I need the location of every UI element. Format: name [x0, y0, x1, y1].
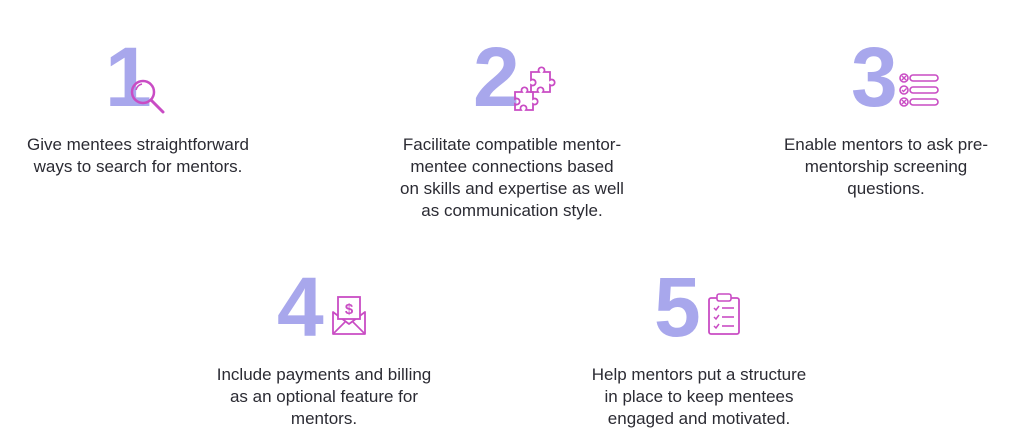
magnifier-icon — [130, 79, 165, 114]
step-5-text-line: engaged and motivated. — [607, 409, 791, 428]
step-3-text-line: questions. — [847, 179, 925, 198]
step-3-text-line: mentorship screening — [804, 157, 968, 176]
step-2-text-line: as communication style. — [421, 201, 603, 220]
step-1-text-line: Give mentees straightforward — [26, 135, 250, 154]
step-5-text-line: in place to keep mentees — [604, 387, 794, 406]
clipboard-icon — [708, 293, 740, 335]
step-2-badge: 2 — [457, 32, 567, 122]
step-1: 1 Give mentees straightforward ways to s… — [0, 32, 276, 178]
step-2-text-line: on skills and expertise as well — [400, 179, 624, 198]
step-3-number: 3 — [851, 30, 898, 124]
step-4-text-line: Include payments and billing — [216, 365, 432, 384]
step-5-text-line: Help mentors put a structure — [591, 365, 807, 384]
step-3-text-line: Enable mentors to ask pre- — [783, 135, 989, 154]
dollar-envelope-icon: $ — [332, 296, 366, 335]
step-5: 5 Help mentors put a structure in place … — [566, 262, 832, 430]
step-2-text-line: Facilitate compatible mentor- — [402, 135, 622, 154]
checklist-icon — [899, 73, 939, 107]
step-3-badge: 3 — [831, 32, 941, 122]
step-5-badge: 5 — [644, 262, 754, 352]
step-4-badge: 4 $ — [269, 262, 379, 352]
step-2-number: 2 — [473, 30, 520, 124]
step-1-text-line: ways to search for mentors. — [33, 157, 243, 176]
step-4-text-line: mentors. — [290, 409, 358, 428]
step-1-badge: 1 — [83, 32, 193, 122]
step-1-number: 1 — [105, 30, 152, 124]
step-4-number: 4 — [277, 260, 324, 354]
step-2-text-line: mentee connections based — [410, 157, 614, 176]
step-2: 2 Facilitate compatible mentor- mentee c… — [380, 32, 644, 222]
svg-text:$: $ — [345, 301, 354, 318]
step-4-text-line: as an optional feature for — [229, 387, 419, 406]
step-5-number: 5 — [654, 260, 701, 354]
step-3: 3 Enable mentors to ask pre- mentorship … — [760, 32, 1012, 200]
puzzle-icon — [514, 66, 556, 111]
step-4: 4 $ Include payments and billing as an o… — [196, 262, 452, 430]
